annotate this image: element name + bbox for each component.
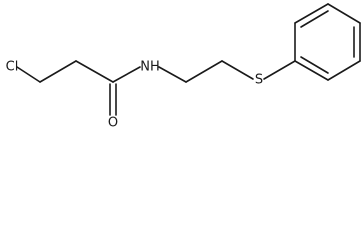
bond-cl-c1 — [16, 66, 41, 83]
bond-n-c4 — [158, 66, 187, 83]
bond-c2-c3 — [75, 60, 114, 83]
bond-c3-n — [112, 66, 141, 83]
ring-inner-double-1 — [300, 10, 329, 28]
atom-label-cl: Cl — [6, 60, 19, 75]
ring-bond-3 — [327, 3, 361, 24]
atom-label-o: O — [108, 116, 118, 131]
bond-c4-c5 — [185, 60, 223, 83]
bond-c5-s — [221, 60, 254, 80]
bond-s-ring — [263, 60, 296, 80]
ring-inner-double-3 — [300, 56, 329, 74]
ring-bond-6 — [294, 60, 329, 81]
atom-label-s: S — [255, 73, 263, 88]
atom-label-nh: NH — [140, 60, 160, 75]
ring-bond-2 — [294, 3, 329, 24]
chemical-structure-diagram: Cl NH O S — [6, 3, 361, 131]
bond-c1-c2 — [39, 60, 77, 83]
ring-bond-5 — [327, 60, 361, 81]
